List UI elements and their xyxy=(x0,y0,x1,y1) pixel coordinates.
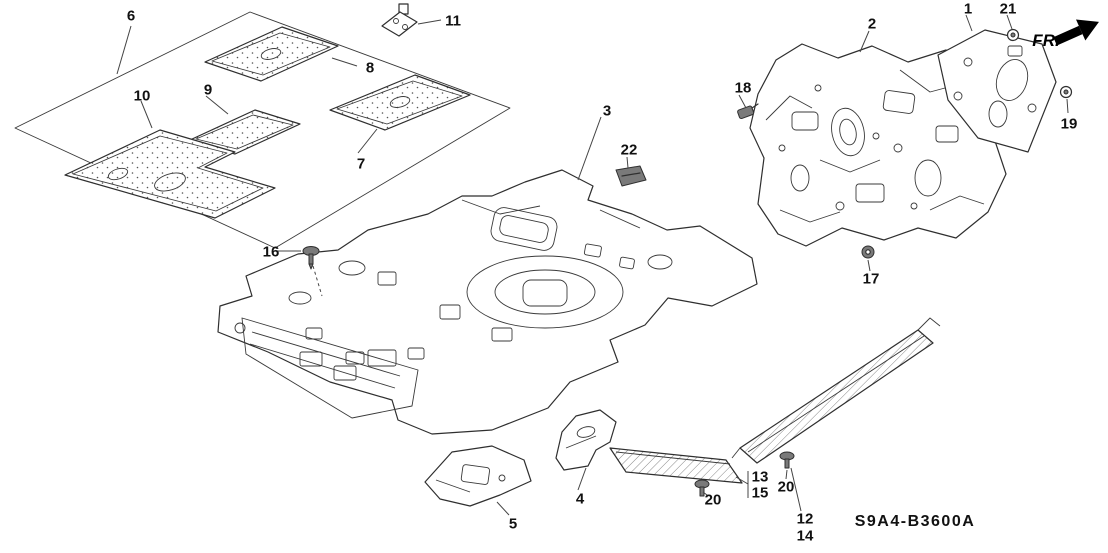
callout-2: 2 xyxy=(867,15,877,33)
part-19-bolt xyxy=(1059,85,1073,99)
callout-1: 1 xyxy=(963,0,973,18)
callout-9: 9 xyxy=(203,81,213,99)
callout-20-right: 20 xyxy=(777,478,795,496)
callout-8: 8 xyxy=(365,59,375,77)
callout-16: 16 xyxy=(262,243,280,261)
callout-5: 5 xyxy=(508,515,518,533)
callout-17: 17 xyxy=(862,270,880,288)
fr-arrow-icon xyxy=(1053,19,1099,46)
part-10-floor-mat xyxy=(64,129,276,219)
callout-6: 6 xyxy=(126,7,136,25)
callout-12: 12 xyxy=(796,510,814,528)
fr-direction-label: FR. xyxy=(1032,31,1060,50)
part-17-nut xyxy=(861,245,875,259)
callout-3: 3 xyxy=(602,102,612,120)
callout-11: 11 xyxy=(445,12,461,30)
part-20-push-clip-right xyxy=(779,451,795,469)
part-16-push-clip xyxy=(302,246,320,270)
part-3-floor-carpet xyxy=(217,169,758,435)
part-18-clip xyxy=(737,103,759,120)
part-12-14-side-sill-garnish xyxy=(731,317,941,464)
callout-10: 10 xyxy=(133,87,151,105)
part-5-bracket xyxy=(424,445,532,507)
callout-18: 18 xyxy=(734,79,752,97)
diagram-code: S9A4-B3600A xyxy=(854,513,976,530)
part-8-floor-mat xyxy=(204,26,339,82)
callout-15: 15 xyxy=(751,484,769,502)
callout-13: 13 xyxy=(751,468,769,486)
part-7-floor-mat xyxy=(329,74,471,131)
callout-20-left: 20 xyxy=(704,491,722,509)
callout-7: 7 xyxy=(356,155,366,173)
callout-4: 4 xyxy=(575,490,585,508)
part-1-dashboard-panel xyxy=(937,29,1057,153)
part-21-grommet xyxy=(1006,28,1020,42)
callout-21: 21 xyxy=(999,0,1017,18)
part-11-bracket xyxy=(381,3,418,37)
callout-19: 19 xyxy=(1060,115,1078,133)
callout-22: 22 xyxy=(620,141,638,159)
part-2-dashboard-insulator xyxy=(749,43,1007,247)
part-13-15-sill-trim xyxy=(609,447,743,484)
leader-lines xyxy=(116,14,1069,516)
part-20-push-clip-left xyxy=(694,479,710,497)
part-4-bracket xyxy=(555,409,617,471)
part-22-clip xyxy=(615,165,647,187)
callout-14: 14 xyxy=(796,527,814,545)
